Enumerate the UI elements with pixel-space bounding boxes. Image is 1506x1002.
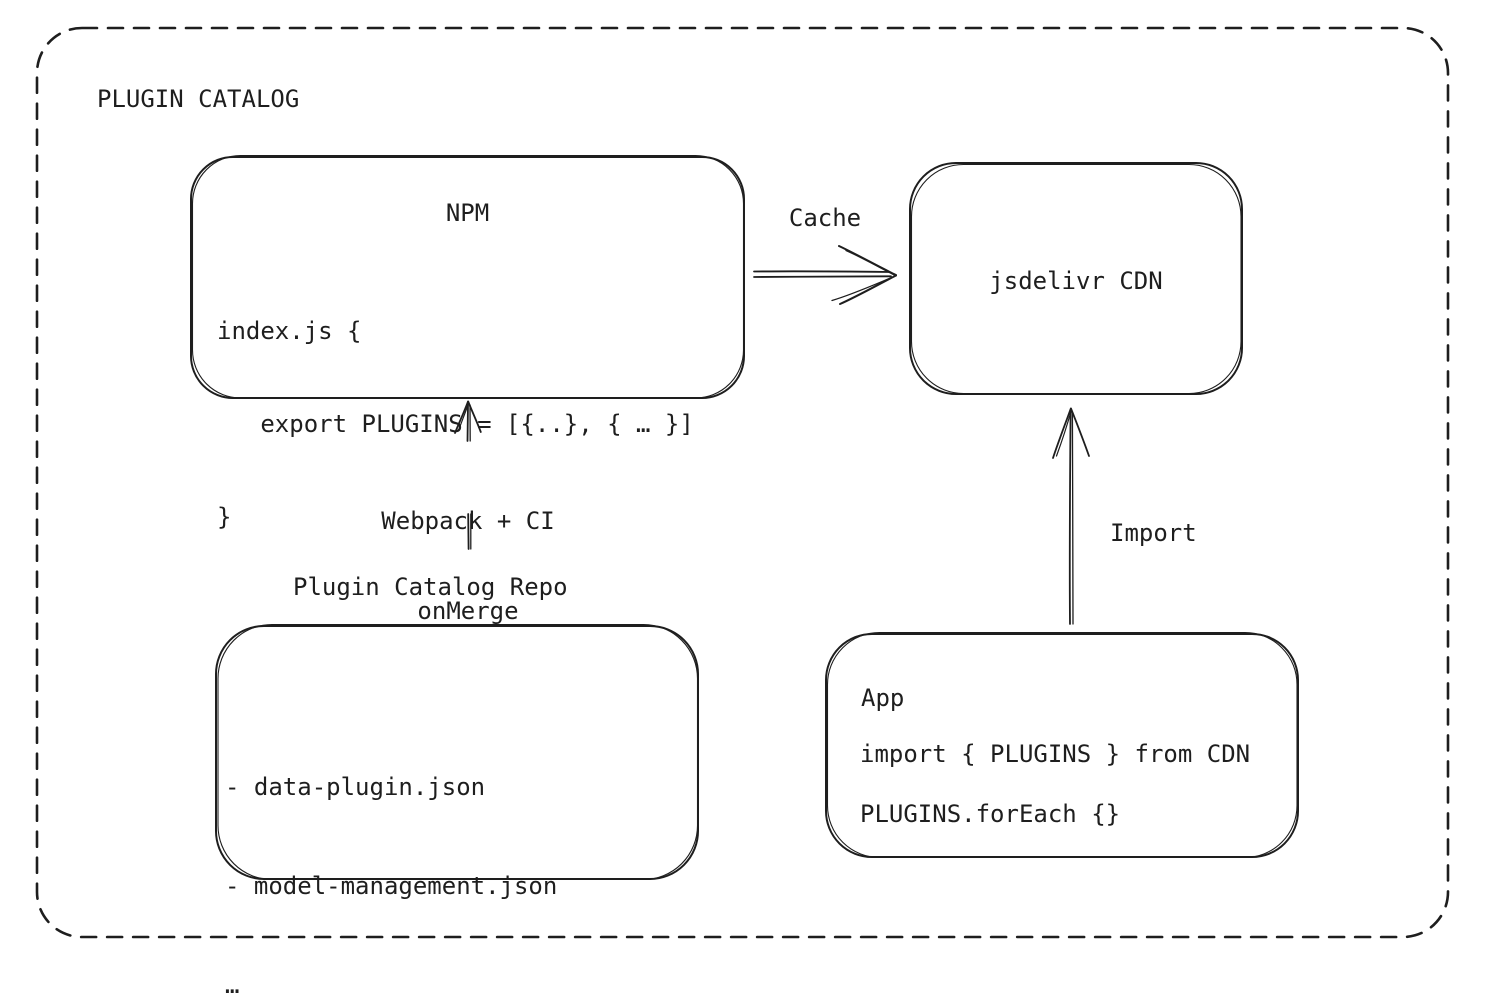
- repo-file-item: - model-management.json: [225, 872, 558, 900]
- cdn-node-title: jsdelivr CDN: [989, 267, 1163, 295]
- cdn-node-shape: [909, 162, 1243, 395]
- catalog-title: PLUGIN CATALOG: [97, 85, 300, 113]
- app-code-line: PLUGINS.forEach {}: [860, 800, 1121, 828]
- repo-file-item: - data-plugin.json: [225, 773, 486, 801]
- cache-arrow-label: Cache: [788, 204, 862, 232]
- repo-file-list: - data-plugin.json - model-management.js…: [225, 705, 557, 1002]
- import-arrow-label: Import: [1110, 519, 1197, 547]
- cache-arrow: [753, 245, 897, 305]
- catalog-boundary: [35, 26, 1450, 939]
- npm-node-title: NPM: [445, 199, 490, 227]
- import-arrow: [1052, 407, 1090, 625]
- repo-file-item: …: [225, 971, 240, 999]
- repo-node: - data-plugin.json - model-management.js…: [216, 626, 698, 999]
- build-arrow: [454, 400, 482, 550]
- build-arrow-label: Webpack + CI onMerge: [347, 446, 589, 686]
- build-arrow-label-line: Webpack + CI: [381, 507, 555, 535]
- repo-node-label: Plugin Catalog Repo: [293, 573, 568, 601]
- npm-node: NPM index.js { export PLUGINS = [{..}, {…: [191, 157, 744, 531]
- app-node: App import { PLUGINS } from CDN PLUGINS.…: [826, 634, 1298, 857]
- npm-code-block: index.js { export PLUGINS = [{..}, { … }…: [217, 254, 694, 595]
- build-arrow-label-line: onMerge: [417, 597, 519, 625]
- app-node-title: App: [861, 684, 905, 712]
- npm-code-line: export PLUGINS = [{..}, { … }]: [217, 410, 694, 438]
- app-code-line: import { PLUGINS } from CDN: [860, 740, 1251, 768]
- cdn-node: jsdelivr CDN: [910, 163, 1242, 394]
- npm-code-line: }: [217, 503, 232, 531]
- npm-node-shape: [190, 154, 745, 399]
- npm-code-line: index.js {: [217, 317, 362, 345]
- app-node-shape: [825, 631, 1299, 859]
- repo-node-shape: [215, 623, 699, 881]
